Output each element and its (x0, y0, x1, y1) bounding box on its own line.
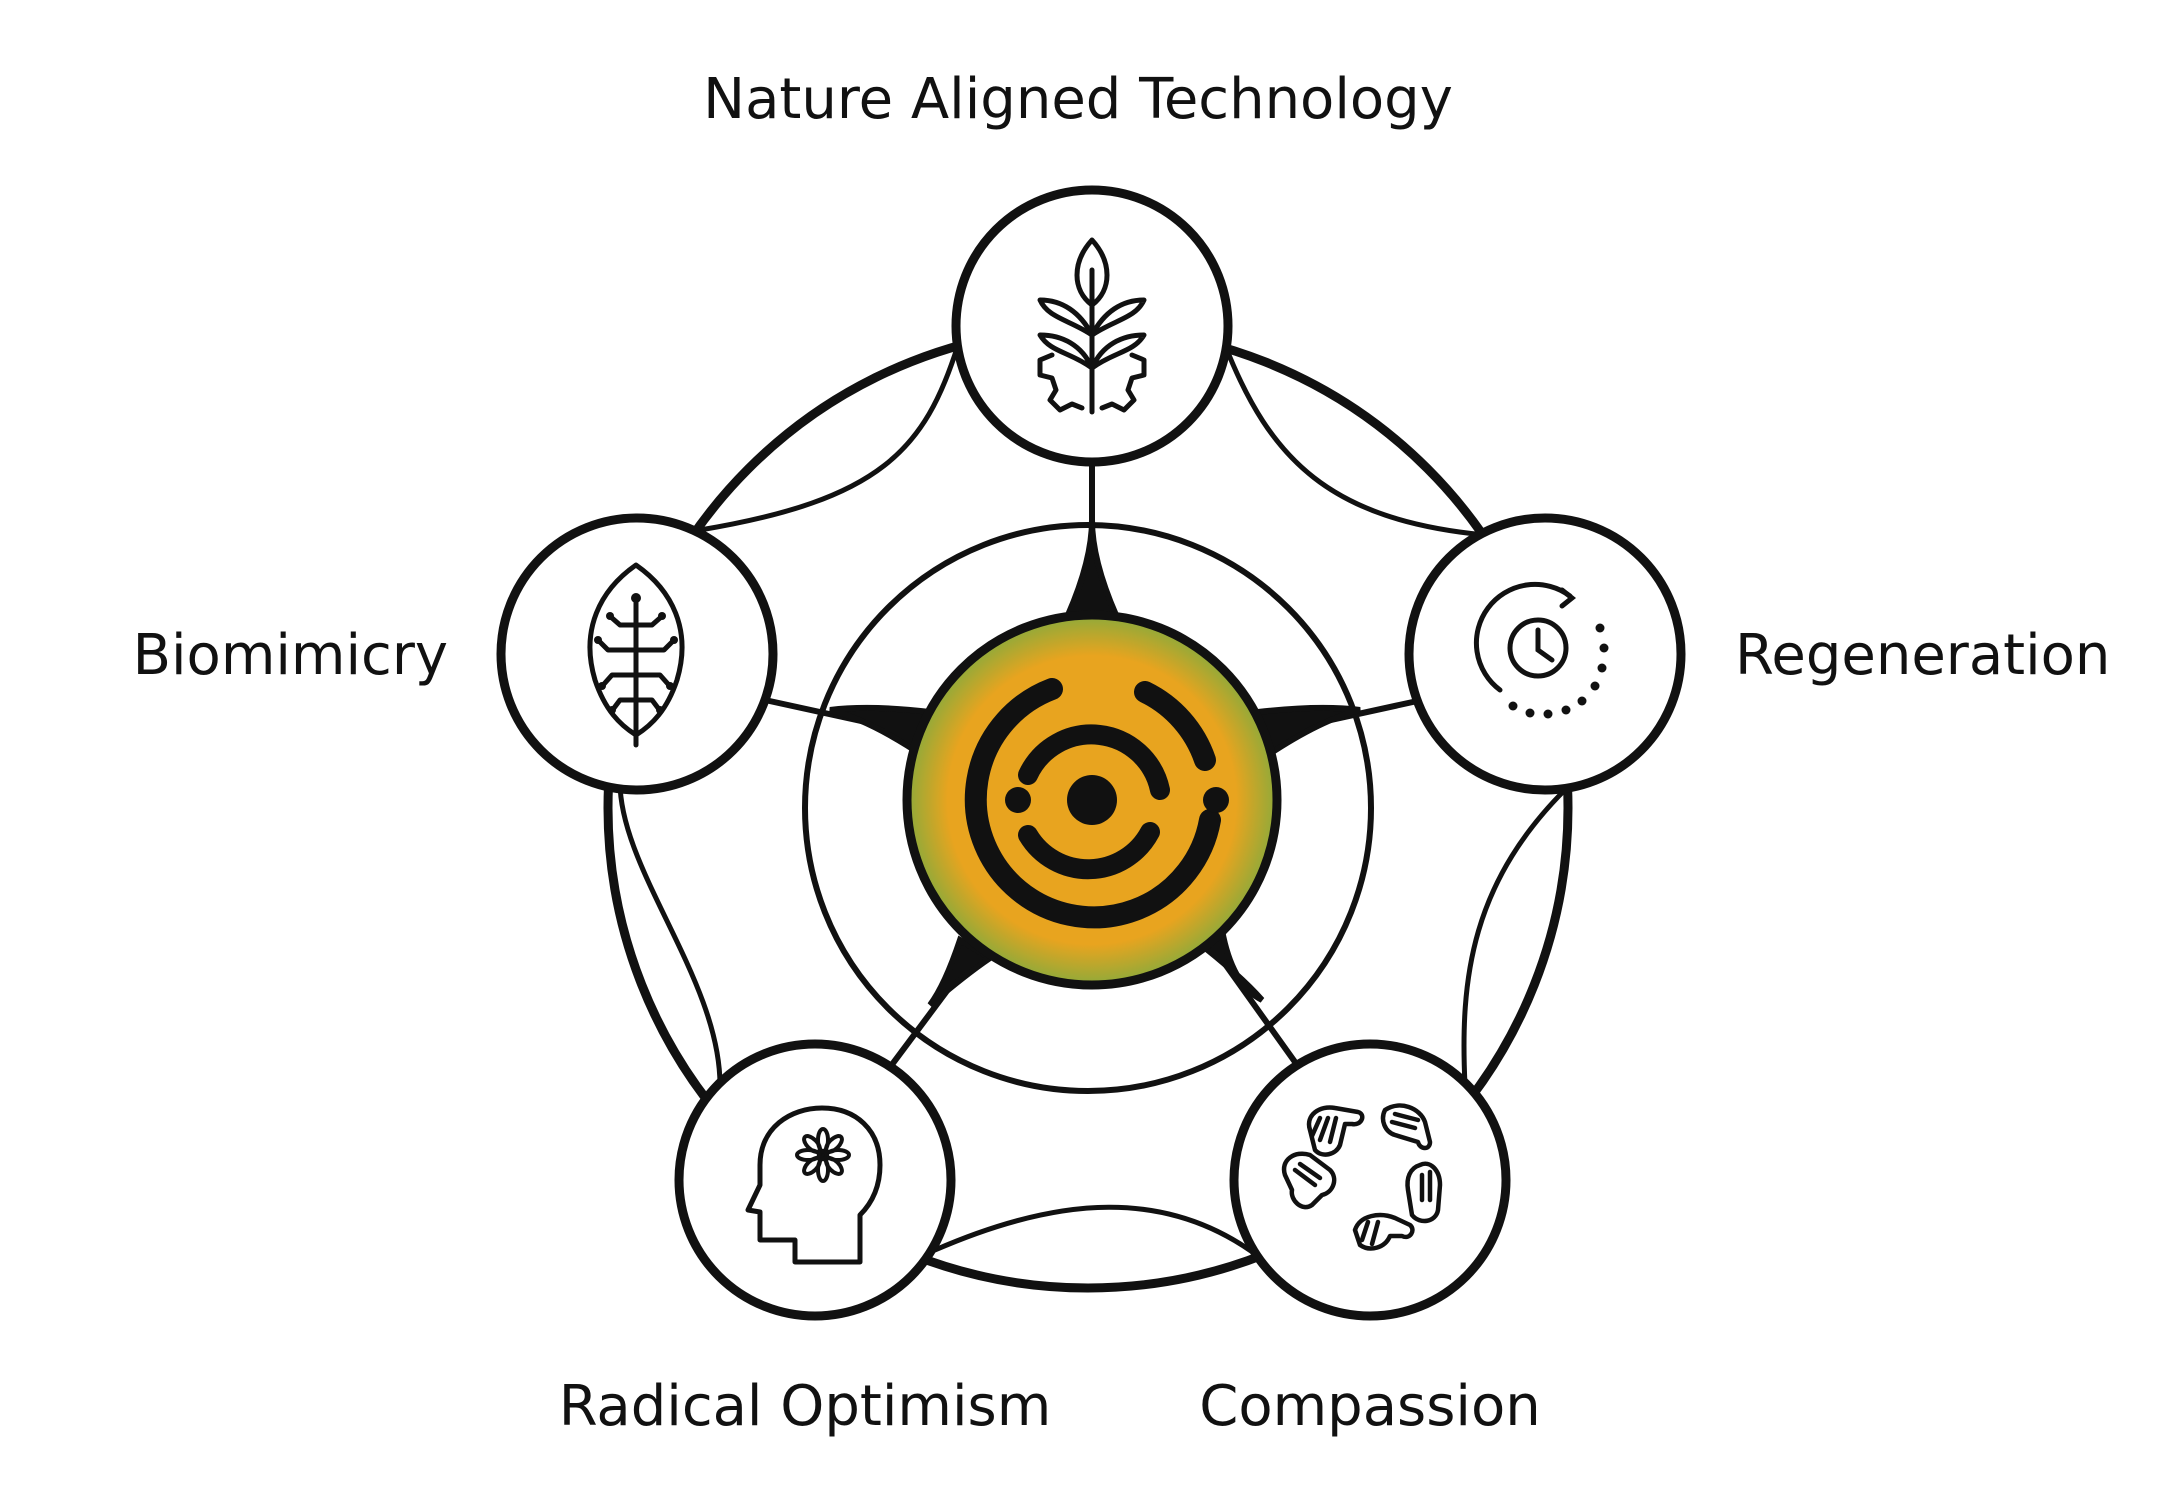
node-nature-aligned-technology (951, 185, 1233, 467)
cycle-clock-icon (1473, 581, 1577, 693)
inner-ring (802, 522, 1374, 1094)
label-regeneration: Regeneration (1735, 623, 2111, 688)
label-nature-aligned-technology: Nature Aligned Technology (703, 67, 1453, 132)
leaf-circuit-icon (587, 562, 685, 748)
flower-icon (795, 1127, 851, 1183)
cycle-dots (1508, 623, 1609, 719)
circuit-dots (594, 593, 678, 714)
plant-gear-icon (1037, 237, 1147, 415)
node-compassion (1229, 1039, 1511, 1321)
node-biomimicry (496, 513, 778, 795)
node-regeneration (1404, 513, 1686, 795)
orbit-rings-icon (902, 610, 1282, 990)
label-biomimicry: Biomimicry (132, 623, 448, 688)
label-radical-optimism: Radical Optimism (558, 1374, 1052, 1439)
head-flower-icon (745, 1105, 883, 1265)
hands-circle-icon (1281, 1103, 1443, 1251)
label-compassion: Compassion (1199, 1374, 1541, 1439)
wavy-connectors (617, 342, 1576, 1271)
node-radical-optimism (674, 1039, 956, 1321)
spokes (764, 462, 1423, 1092)
